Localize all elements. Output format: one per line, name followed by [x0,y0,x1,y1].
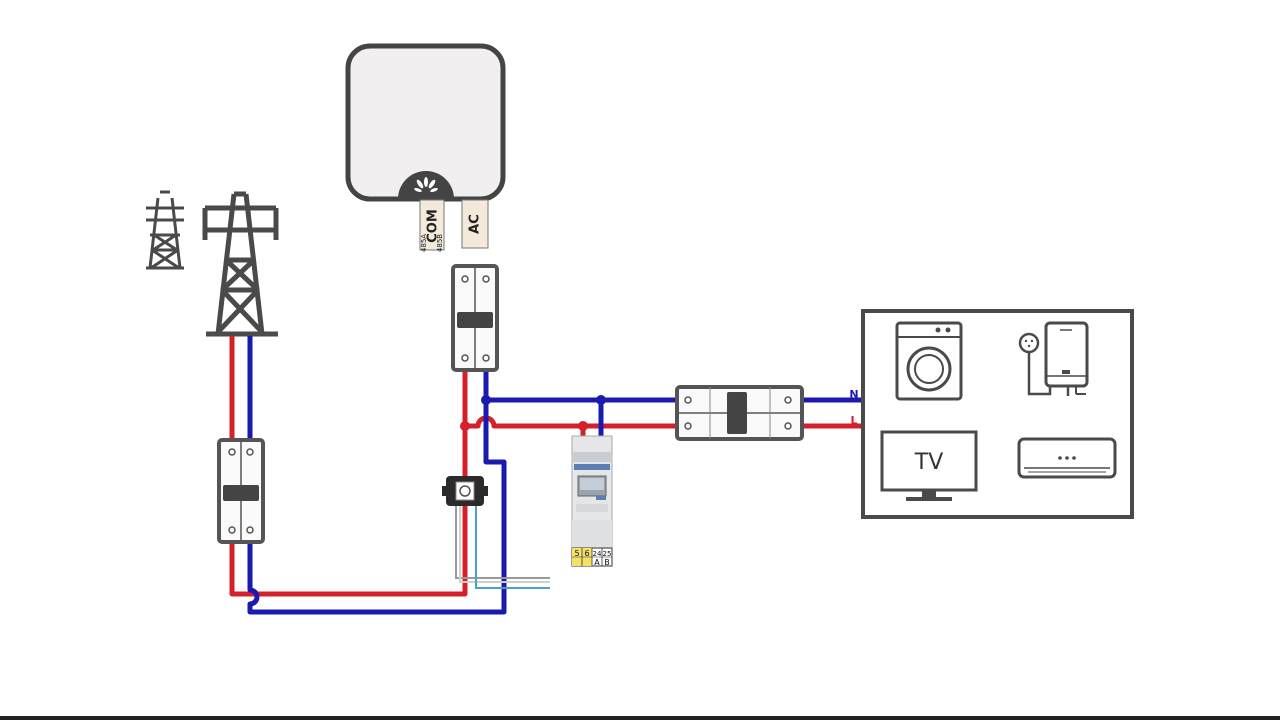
ac-port-label: AC [468,214,483,234]
air-conditioner-icon[interactable] [1017,437,1117,479]
meter-terminal-24: 24 [593,550,602,558]
junction-dots [460,395,606,431]
meter-terminal-25: 25 [603,550,612,558]
meter-terminal-5: 5 [574,549,579,558]
meter-terminal-25-sub: B [604,558,610,567]
inverter-com-port[interactable]: COM 485A 485B [419,199,445,252]
television-label: TV [914,450,944,475]
current-transformer[interactable] [442,476,488,506]
meter-terminal-24-sub: A [594,558,600,567]
com-pin-b-label: 485B [436,234,444,252]
brand-logo-icon [414,177,438,193]
com-pin-a-label: 485A [420,234,428,252]
load-breaker[interactable] [675,385,804,441]
washing-machine-icon[interactable] [895,321,963,401]
inverter-ac-port[interactable]: AC [461,199,489,249]
large-transmission-tower-icon [202,191,279,337]
inverter[interactable] [345,43,506,202]
meter-terminal-block: 5 6 24 25 A B [571,547,613,567]
bottom-border [0,716,1280,720]
grid-breaker[interactable] [217,438,265,544]
small-transmission-tower-icon [146,190,184,270]
water-heater-icon[interactable] [1018,321,1089,396]
energy-meter[interactable]: L N [571,435,613,549]
inverter-ac-breaker[interactable] [451,264,499,372]
load-n-label: N [849,388,858,401]
ct-signal-wires [455,505,550,589]
television-icon[interactable]: TV [880,430,978,501]
load-l-label: L [850,414,857,427]
meter-terminal-6: 6 [584,549,589,558]
com-port-label: COM [426,209,441,243]
